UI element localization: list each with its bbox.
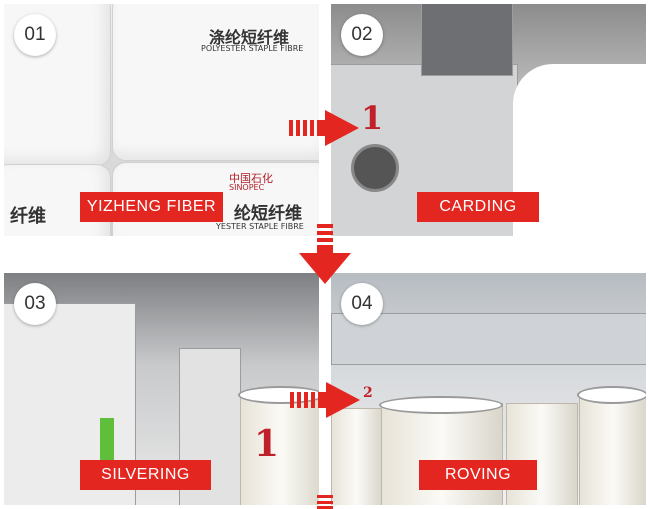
- bale-title: 涤纶短纤维: [209, 28, 290, 47]
- down-arrow-icon: [317, 495, 333, 509]
- step-number-badge: 04: [341, 283, 383, 325]
- step-number-badge: 01: [14, 14, 56, 56]
- step-label: SILVERING: [80, 460, 211, 490]
- carding-hood: [421, 4, 513, 76]
- bale-brand-en: SINOPEC: [229, 183, 265, 192]
- step-number-badge: 02: [341, 14, 383, 56]
- step-label: CARDING: [417, 192, 539, 222]
- sliver-can-top: [577, 386, 646, 404]
- right-arrow-icon: [289, 110, 359, 146]
- can-mark: 1: [254, 423, 280, 465]
- step-panel-carding: 1 02 CARDING: [331, 4, 646, 236]
- right-arrow-icon: [290, 382, 360, 418]
- sliver-can: [579, 393, 646, 505]
- bale-subtitle-lower: YESTER STAPLE FIBRE: [216, 222, 304, 231]
- roving-mark: 2: [363, 385, 373, 401]
- step-label: ROVING: [419, 460, 537, 490]
- down-arrow-icon: [299, 224, 351, 284]
- step-number-badge: 03: [14, 283, 56, 325]
- roving-frame: [331, 313, 646, 365]
- bale-subtitle: POLYESTER STAPLE FIBRE: [201, 44, 304, 53]
- bale-title-lower: 纤维: [10, 206, 46, 227]
- sliver-can-top: [379, 396, 503, 414]
- fiber-bale: [112, 4, 319, 161]
- step-panel-roving: 2 04 ROVING: [331, 273, 646, 505]
- bale-brand-cn: 中国石化: [229, 172, 273, 185]
- sliver-can: [240, 393, 319, 505]
- step-panel-yizheng-fiber: 涤纶短纤维 POLYESTER STAPLE FIBRE 中国石化 SINOPE…: [4, 4, 319, 236]
- machine-mark: 1: [361, 99, 384, 137]
- step-panel-silvering: 1 03 SILVERING: [4, 273, 319, 505]
- bale-title-lower-2: 纶短纤维: [234, 204, 302, 224]
- sliver-can: [331, 408, 383, 505]
- step-label: YIZHENG FIBER: [80, 192, 223, 222]
- machine-vent-icon: [351, 144, 399, 192]
